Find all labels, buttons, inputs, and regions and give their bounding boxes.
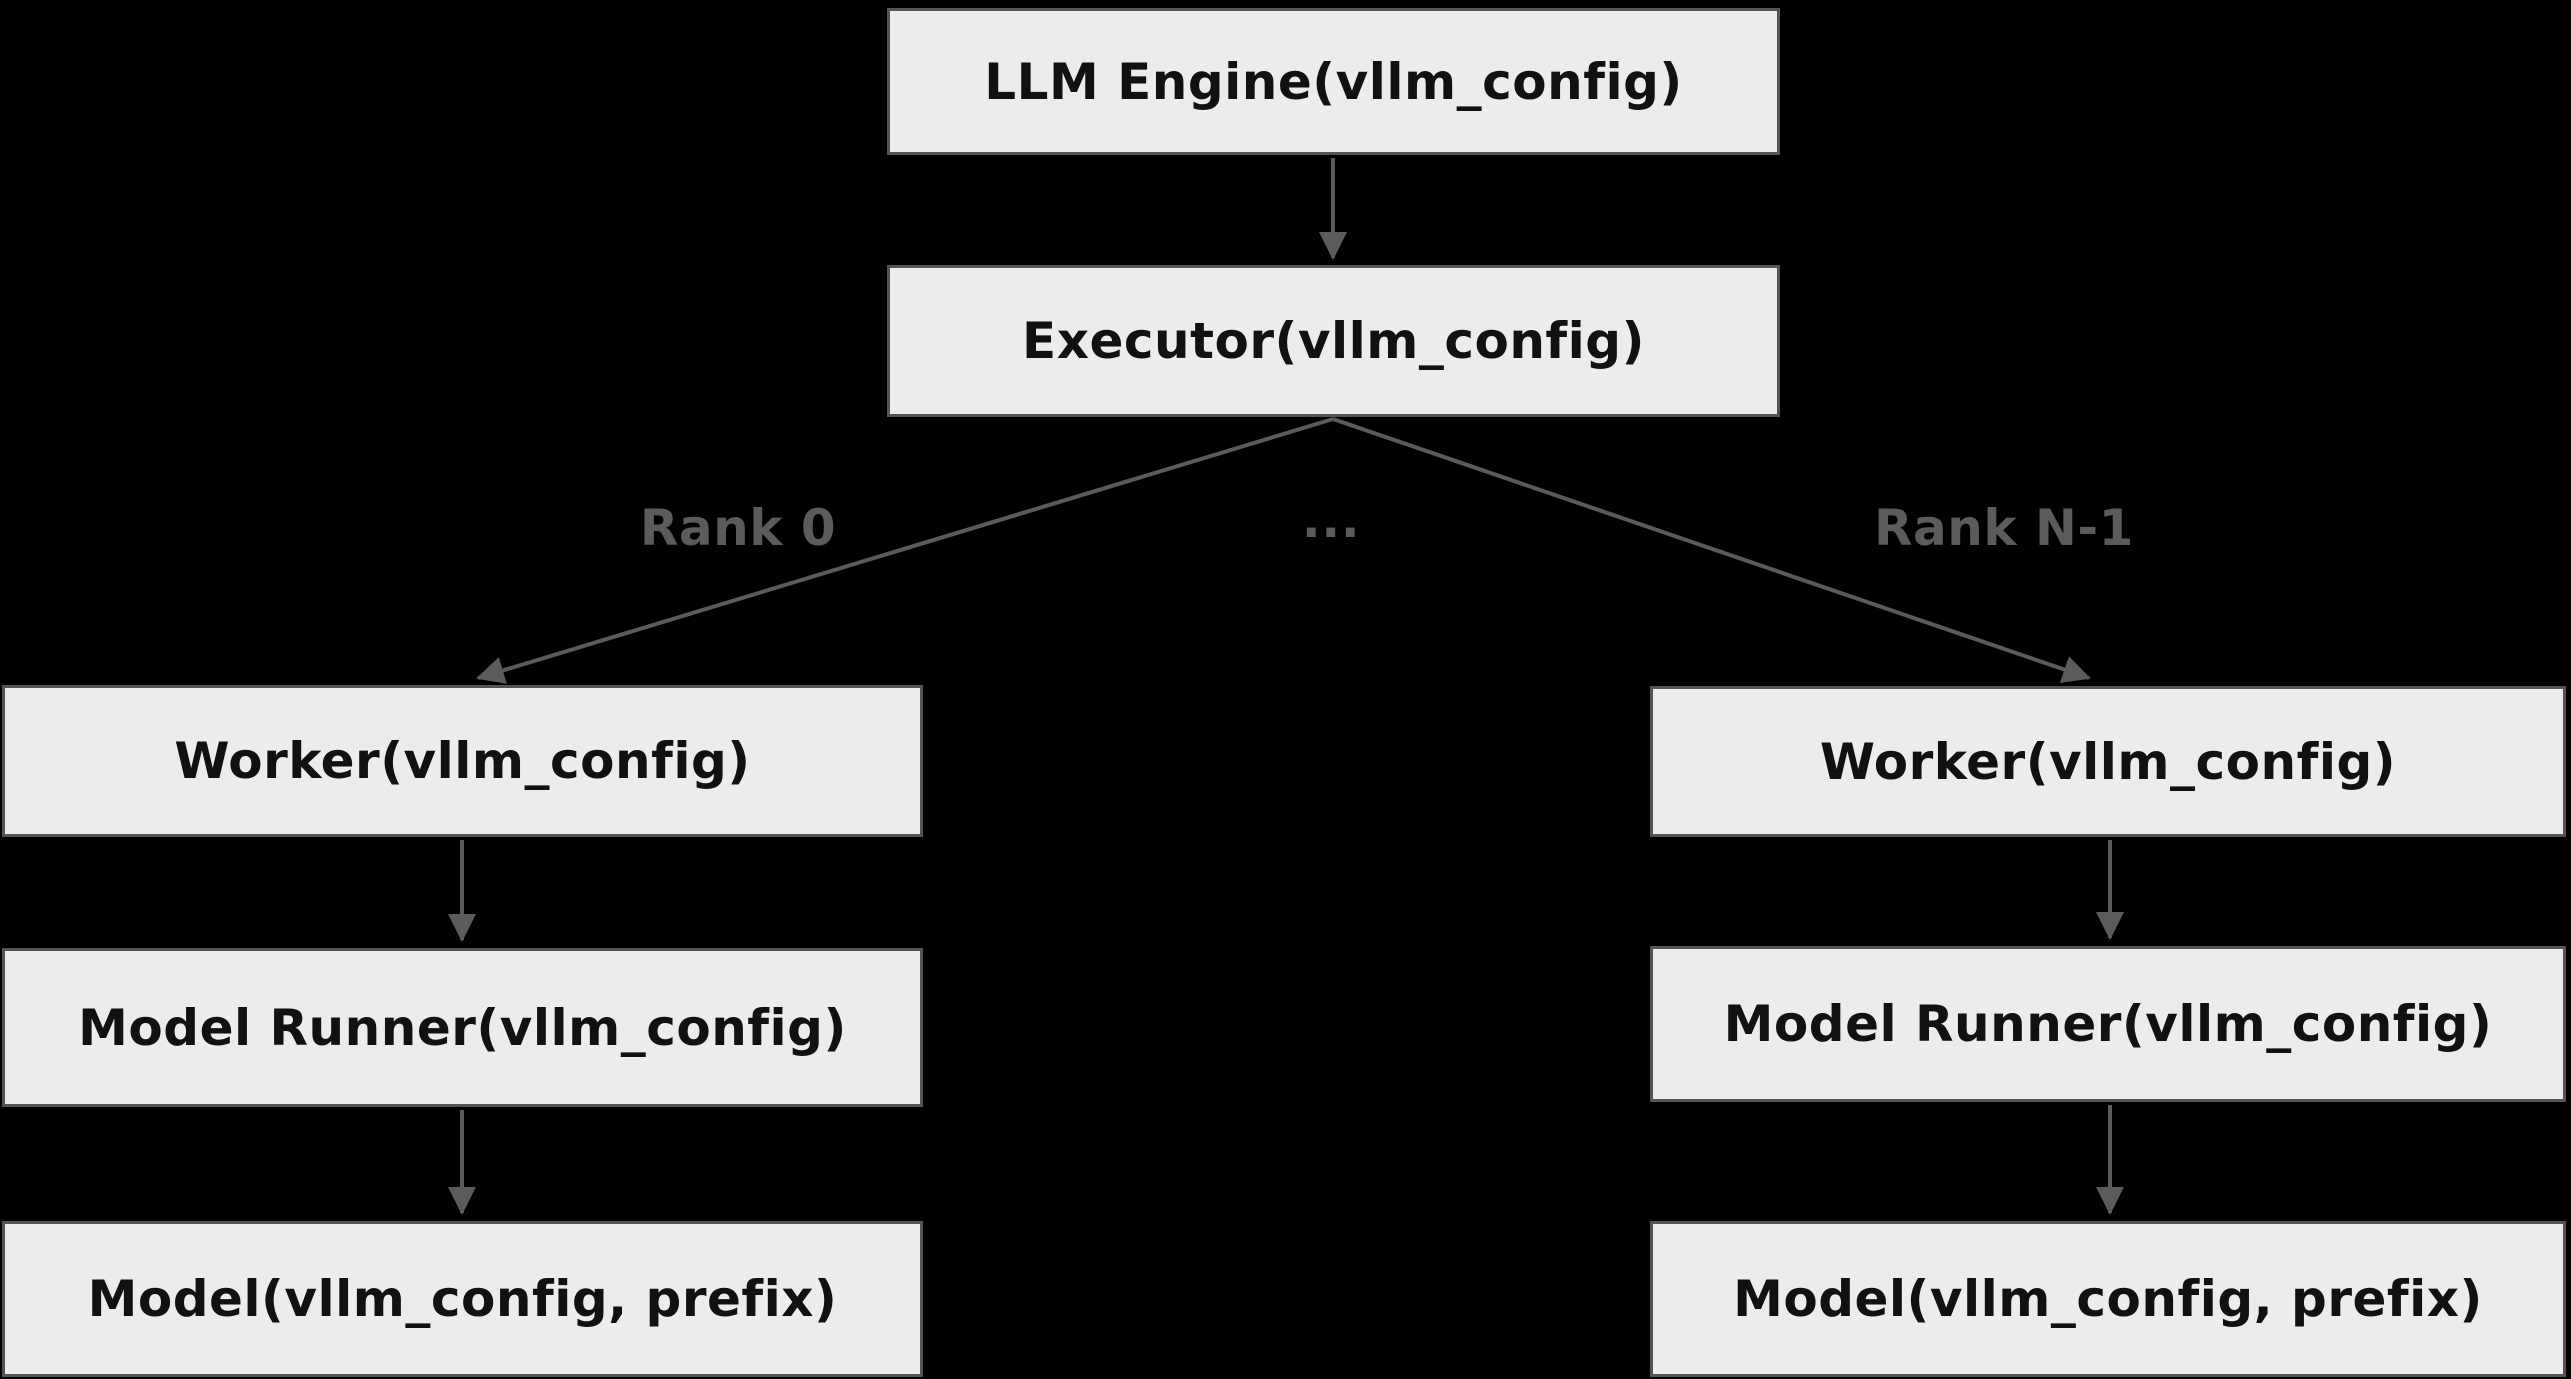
edge-label-ellipsis: ... [1301,491,1361,549]
node-model-rank0: Model(vllm_config, prefix) [2,1221,923,1377]
node-model-rankn: Model(vllm_config, prefix) [1650,1221,2566,1377]
edge-executor-to-worker-rank0 [476,417,1334,684]
node-model-rankn-label: Model(vllm_config, prefix) [1733,1270,2483,1328]
node-executor-label: Executor(vllm_config) [1022,312,1645,370]
edge-label-rank-n-1: Rank N-1 [1874,499,2134,557]
node-model-rank0-label: Model(vllm_config, prefix) [87,1270,838,1328]
node-worker-rankn-label: Worker(vllm_config) [1819,732,2397,791]
node-worker-rank0-label: Worker(vllm_config) [174,732,751,790]
node-executor: Executor(vllm_config) [887,265,1780,417]
node-worker-rankn: Worker(vllm_config) [1650,686,2566,837]
edge-label-rank-0: Rank 0 [639,499,837,557]
node-model-runner-rankn: Model Runner(vllm_config) [1650,946,2566,1102]
node-model-runner-rankn-label: Model Runner(vllm_config) [1723,995,2493,1053]
node-model-runner-rank0-label: Model Runner(vllm_config) [78,998,847,1057]
node-worker-rank0: Worker(vllm_config) [2,685,923,837]
node-llm-engine: LLM Engine(vllm_config) [887,8,1780,155]
node-model-runner-rank0: Model Runner(vllm_config) [2,948,923,1107]
node-llm-engine-label: LLM Engine(vllm_config) [984,52,1683,111]
